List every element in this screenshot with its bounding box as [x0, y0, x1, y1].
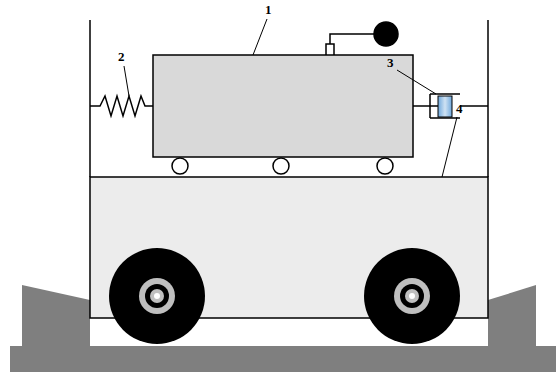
cart-wall — [487, 20, 489, 177]
left-support — [22, 285, 90, 346]
wheel — [364, 248, 460, 344]
callout-number: 2 — [118, 50, 125, 63]
callout-number: 1 — [265, 3, 272, 16]
roller — [273, 158, 289, 174]
callout-number: 3 — [387, 56, 394, 69]
roller — [172, 158, 188, 174]
cart-body — [90, 177, 488, 318]
mass-block — [153, 55, 413, 157]
wheel — [109, 248, 205, 344]
damper — [413, 94, 488, 118]
leader-line — [124, 19, 457, 177]
callout-number: 4 — [456, 102, 463, 115]
right-support — [488, 285, 536, 346]
spring — [90, 96, 153, 116]
roller — [377, 158, 393, 174]
pendulum — [326, 22, 398, 55]
ground — [10, 346, 556, 372]
cart-wall — [89, 20, 91, 177]
